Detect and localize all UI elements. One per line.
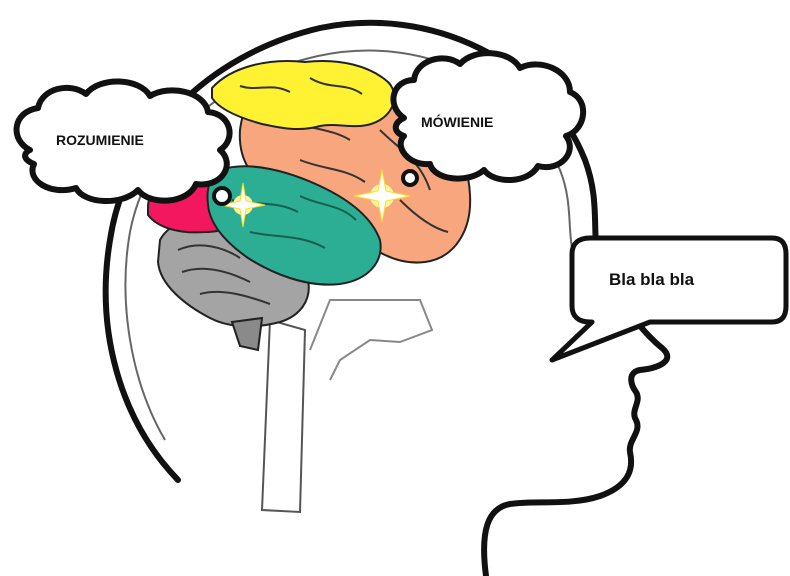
speech-bubble xyxy=(552,238,786,360)
thought-dot-right xyxy=(403,171,417,185)
brainstem xyxy=(262,320,305,512)
neck-inner-line xyxy=(310,300,432,380)
speaking-label: MÓWIENIE xyxy=(421,114,493,130)
speech-text: Bla bla bla xyxy=(609,270,694,290)
understanding-label: ROZUMIENIE xyxy=(56,132,144,148)
thought-dot-left xyxy=(214,188,230,204)
parietal-lobe xyxy=(212,61,394,129)
brainstem-lower xyxy=(232,318,262,350)
